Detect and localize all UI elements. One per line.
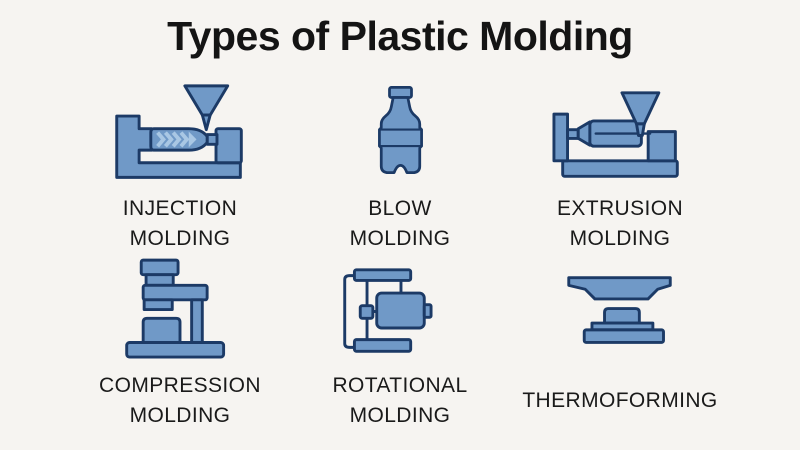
label-line: MOLDING [129,404,231,427]
label-line: INJECTION [122,197,238,220]
extrusion-machine-icon [552,91,679,178]
card-blow-molding [290,78,510,194]
card-thermoforming [510,254,730,368]
label-compression-molding: COMPRESSION MOLDING [70,368,290,434]
card-injection-molding [70,78,290,194]
label-injection-molding: INJECTION MOLDING [70,194,290,254]
thermoforming-press-icon [567,275,672,344]
label-line: BLOW [368,197,432,220]
card-compression-molding [70,254,290,368]
label-line: MOLDING [349,404,451,427]
label-line: THERMOFORMING [522,389,718,412]
plastic-bottle-icon [377,86,423,175]
label-rotational-molding: ROTATIONAL MOLDING [290,368,510,434]
label-line: ROTATIONAL [332,374,468,397]
card-extrusion-molding [510,78,730,194]
label-line: EXTRUSION [556,197,684,220]
molding-types-grid: INJECTION MOLDING BLOW MOLDING EXTRUSION… [70,78,730,434]
label-thermoforming: THERMOFORMING [510,368,730,434]
label-blow-molding: BLOW MOLDING [290,194,510,254]
label-line: MOLDING [129,227,231,250]
label-line: COMPRESSION [99,374,261,397]
label-line: MOLDING [349,227,451,250]
rotational-mold-icon [342,267,433,353]
injection-molding-machine-icon [115,84,243,179]
label-extrusion-molding: EXTRUSION MOLDING [510,194,730,254]
label-line: MOLDING [569,227,671,250]
page-title: Types of Plastic Molding [167,13,633,59]
card-rotational-molding [290,254,510,368]
compression-press-icon [125,258,226,359]
